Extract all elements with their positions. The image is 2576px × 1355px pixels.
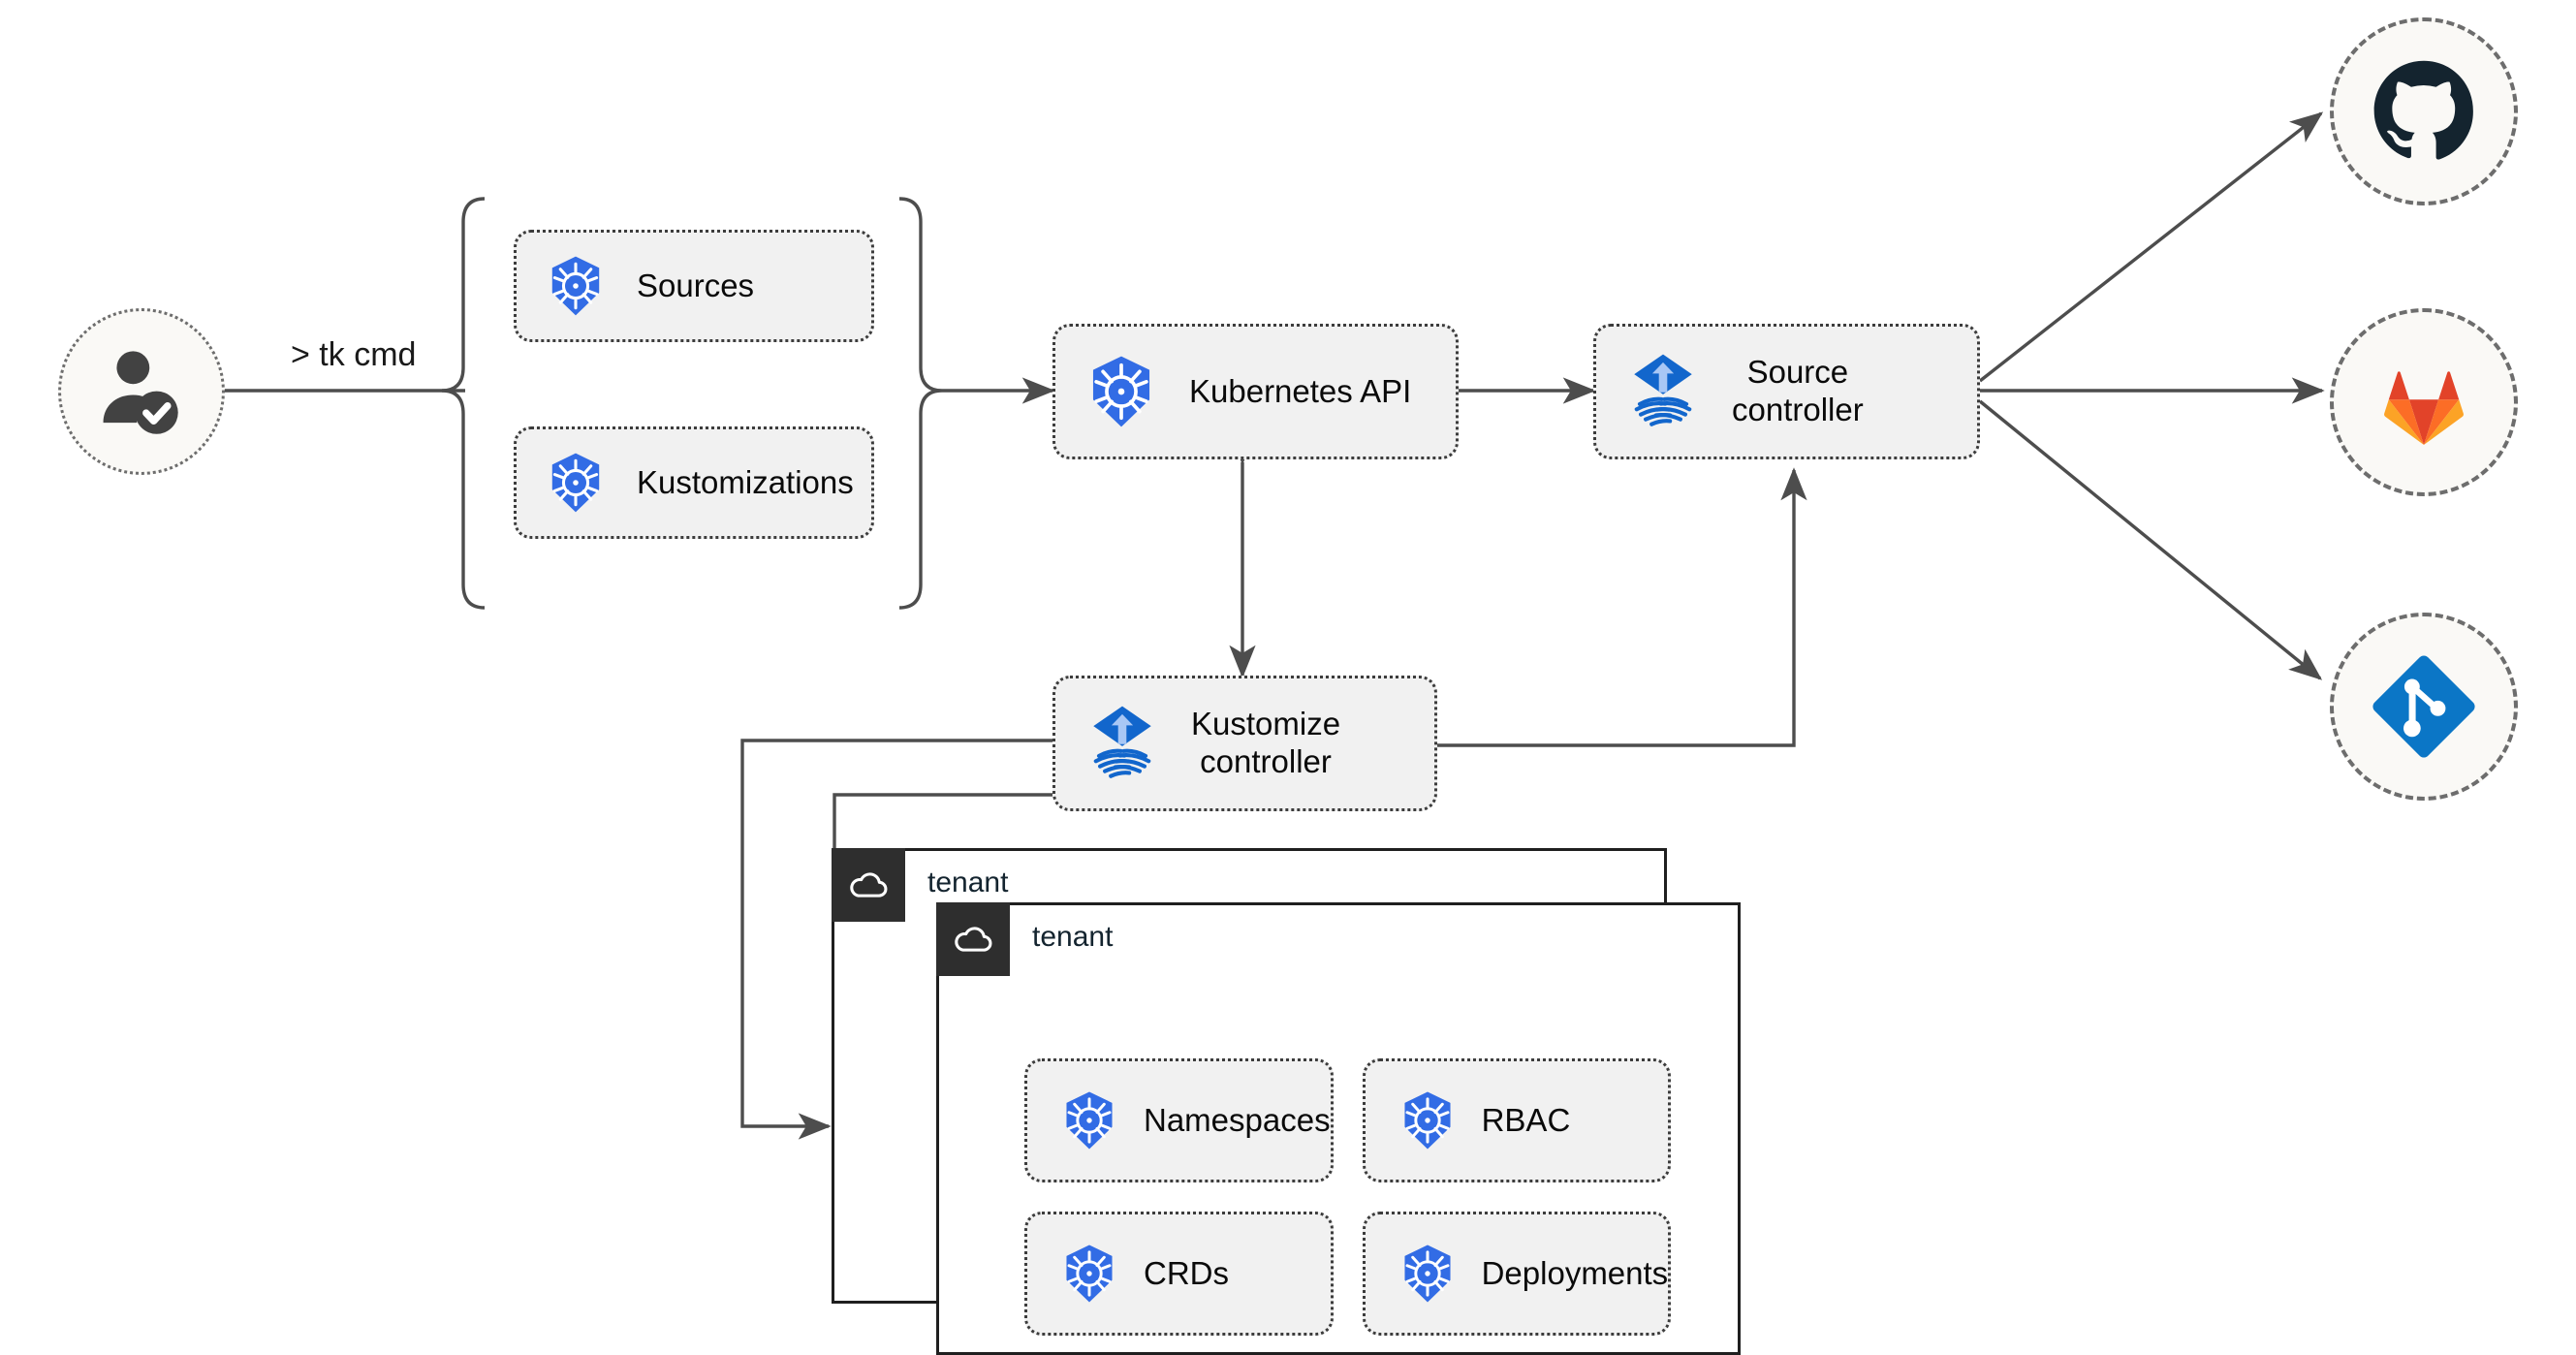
flux-icon <box>1093 706 1151 778</box>
cloud-icon <box>850 872 888 898</box>
node-gitlab[interactable] <box>2330 308 2518 496</box>
resource-label: Deployments <box>1481 1255 1669 1291</box>
tenant-tab <box>936 902 1010 976</box>
git-icon <box>2372 655 2475 758</box>
resource-namespaces[interactable]: Namespaces <box>1024 1058 1334 1182</box>
node-sources[interactable]: Sources <box>514 230 874 342</box>
kubernetes-icon <box>1404 1245 1451 1303</box>
kubernetes-icon <box>1404 1091 1451 1150</box>
node-label: Kubernetes API <box>1189 372 1412 409</box>
node-kustomizations[interactable]: Kustomizations <box>514 426 874 539</box>
resource-label: CRDs <box>1144 1255 1229 1291</box>
brace-right <box>898 197 943 610</box>
node-git[interactable] <box>2330 613 2518 801</box>
tenant-tab <box>832 848 905 922</box>
cloud-icon <box>955 927 992 952</box>
node-label: Source controller <box>1732 354 1864 427</box>
resource-deployments[interactable]: Deployments <box>1362 1212 1672 1336</box>
tenant-label: tenant <box>927 867 1009 898</box>
wire-source-to-github <box>1978 111 2324 383</box>
node-label: Sources <box>637 267 755 303</box>
resource-label: RBAC <box>1481 1102 1571 1138</box>
kubernetes-icon <box>1092 356 1150 427</box>
node-label: Kustomizations <box>637 463 854 500</box>
resource-crds[interactable]: CRDs <box>1024 1212 1334 1336</box>
tenant-window-2[interactable]: tenant Namespaces <box>936 902 1741 1355</box>
flux-icon <box>1634 354 1692 426</box>
gitlab-icon <box>2384 371 2464 445</box>
brace-left <box>441 197 486 610</box>
tenant-label: tenant <box>1032 921 1114 953</box>
node-source-controller[interactable]: Source controller <box>1593 324 1980 459</box>
resource-label: Namespaces <box>1144 1102 1331 1138</box>
kubernetes-icon <box>1066 1245 1113 1303</box>
kubernetes-icon <box>551 256 600 316</box>
resource-rbac[interactable]: RBAC <box>1362 1058 1672 1182</box>
kubernetes-icon <box>1066 1091 1113 1150</box>
tenant-resource-grid: Namespaces RBAC <box>1024 1058 1672 1336</box>
node-github[interactable] <box>2330 17 2518 205</box>
node-kustomize-controller[interactable]: Kustomize controller <box>1052 676 1437 811</box>
github-icon <box>2373 60 2473 160</box>
node-label: Kustomize controller <box>1191 706 1341 779</box>
user-node[interactable] <box>58 308 225 475</box>
wire-kustomize-to-source <box>1437 467 1807 747</box>
command-label: > tk cmd <box>291 336 417 373</box>
node-kubernetes-api[interactable]: Kubernetes API <box>1052 324 1459 459</box>
kubernetes-icon <box>551 453 600 513</box>
wire-source-to-git <box>1978 399 2323 680</box>
user-check-icon <box>103 351 178 434</box>
